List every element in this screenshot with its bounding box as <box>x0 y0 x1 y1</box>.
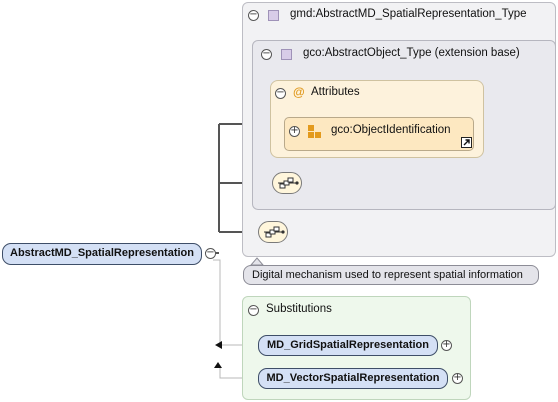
attribute-group-label: gco:ObjectIdentification <box>331 124 451 136</box>
expand-icon[interactable]: + <box>452 372 463 384</box>
collapse-icon[interactable]: − <box>248 304 259 316</box>
sequence-icon[interactable] <box>272 172 302 194</box>
type-icon <box>281 49 292 60</box>
attribute-icon: @ <box>293 85 305 99</box>
complex-type-label: gmd:AbstractMD_SpatialRepresentation_Typ… <box>290 8 527 20</box>
expand-icon[interactable]: + <box>289 125 300 137</box>
type-icon <box>268 10 279 21</box>
collapse-icon[interactable]: − <box>248 9 259 21</box>
attributes-label: Attributes <box>311 86 360 98</box>
attribute-group-item[interactable] <box>284 117 474 151</box>
link-arrow-icon[interactable] <box>461 137 472 148</box>
root-element-node[interactable]: AbstractMD_SpatialRepresentation <box>2 243 202 265</box>
collapse-icon[interactable]: − <box>205 247 216 259</box>
collapse-icon[interactable]: − <box>275 87 286 99</box>
collapse-icon[interactable]: − <box>261 48 272 60</box>
substitution-item[interactable]: MD_GridSpatialRepresentation <box>258 335 438 356</box>
substitution-item[interactable]: MD_VectorSpatialRepresentation <box>258 368 448 389</box>
substitutions-label: Substitutions <box>266 303 332 315</box>
extension-base-label: gco:AbstractObject_Type (extension base) <box>303 47 520 59</box>
documentation-tooltip: Digital mechanism used to represent spat… <box>243 265 539 285</box>
sequence-icon[interactable] <box>258 221 288 243</box>
expand-icon[interactable]: + <box>441 339 452 351</box>
attribute-group-icon <box>308 125 322 139</box>
